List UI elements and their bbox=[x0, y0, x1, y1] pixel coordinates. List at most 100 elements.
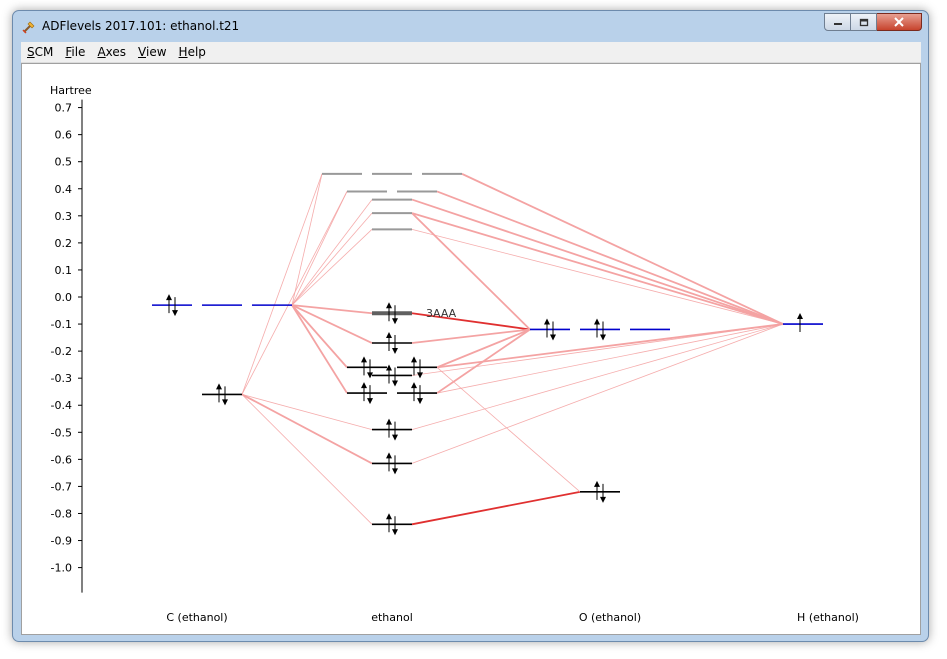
orbital-levels: 3AAA bbox=[152, 172, 823, 536]
spin-down-arrowhead bbox=[392, 318, 398, 325]
menu-help[interactable]: Help bbox=[173, 45, 212, 59]
minimize-button[interactable] bbox=[824, 13, 851, 31]
window-title: ADFlevels 2017.101: ethanol.t21 bbox=[42, 19, 240, 33]
spin-up-arrowhead bbox=[411, 356, 417, 363]
title-bar[interactable]: ADFlevels 2017.101: ethanol.t21 bbox=[13, 11, 928, 43]
spin-down-arrowhead bbox=[392, 434, 398, 441]
menu-file-accel: F bbox=[65, 45, 72, 59]
spin-up-arrowhead bbox=[361, 356, 367, 363]
maximize-button[interactable] bbox=[851, 13, 877, 31]
mo-connection-line bbox=[291, 304, 373, 344]
spin-up-arrowhead bbox=[594, 480, 600, 487]
spin-down-arrowhead bbox=[392, 380, 398, 387]
y-tick-label: -0.5 bbox=[51, 426, 72, 439]
spin-up-arrowhead bbox=[544, 318, 550, 325]
energy-axis: Hartree0.70.60.50.40.30.20.10.0-0.1-0.2-… bbox=[50, 84, 92, 593]
mo-connection-line bbox=[411, 323, 784, 430]
menu-scm[interactable]: SCM bbox=[21, 45, 59, 59]
mo-connection-line bbox=[461, 173, 784, 325]
menu-view-accel: V bbox=[138, 45, 146, 59]
mo-connection-line bbox=[411, 323, 784, 464]
spin-up-arrowhead bbox=[386, 452, 392, 459]
menu-scm-accel: S bbox=[27, 45, 35, 59]
mo-connection-line bbox=[291, 304, 373, 315]
y-tick-label: 0.2 bbox=[55, 237, 73, 250]
mo-connection-line bbox=[411, 228, 784, 325]
column-label: ethanol bbox=[371, 611, 413, 624]
mo-connection-line bbox=[241, 394, 373, 430]
maximize-icon bbox=[859, 18, 868, 26]
spin-up-arrowhead bbox=[216, 383, 222, 390]
y-tick-label: -0.4 bbox=[51, 399, 72, 412]
menu-axes[interactable]: Axes bbox=[91, 45, 132, 59]
highlight-orbital-label: 3AAA bbox=[426, 307, 457, 320]
mo-connection-line bbox=[291, 229, 373, 306]
mo-connection-line bbox=[411, 328, 531, 344]
spin-up-arrowhead bbox=[386, 302, 392, 309]
mo-connection-line bbox=[411, 312, 531, 331]
spin-down-arrowhead bbox=[367, 398, 373, 405]
y-tick-label: -0.8 bbox=[51, 507, 72, 520]
mo-connection-line bbox=[411, 212, 784, 325]
window-controls bbox=[824, 13, 922, 32]
mo-connection-line bbox=[291, 212, 373, 306]
spin-down-arrowhead bbox=[600, 496, 606, 503]
menu-view[interactable]: View bbox=[132, 45, 172, 59]
menu-help-rest: elp bbox=[187, 45, 206, 59]
y-tick-label: 0.4 bbox=[55, 183, 73, 196]
mo-connection-line bbox=[436, 328, 531, 369]
connection-lines bbox=[241, 173, 784, 526]
spin-down-arrowhead bbox=[222, 399, 228, 406]
menu-scm-rest: CM bbox=[34, 45, 54, 59]
app-icon bbox=[22, 21, 35, 34]
column-label: H (ethanol) bbox=[797, 611, 859, 624]
y-tick-label: -0.1 bbox=[51, 318, 72, 331]
spin-down-arrowhead bbox=[367, 372, 373, 379]
mo-connection-line bbox=[436, 190, 784, 325]
spin-up-arrowhead bbox=[594, 318, 600, 325]
mo-connection-line bbox=[436, 323, 784, 394]
mo-connection-line bbox=[436, 323, 784, 369]
mo-connection-line bbox=[291, 173, 323, 306]
menu-file[interactable]: File bbox=[59, 45, 91, 59]
y-tick-label: -0.9 bbox=[51, 535, 72, 548]
y-tick-label: -0.6 bbox=[51, 453, 72, 466]
spin-up-arrowhead bbox=[386, 513, 392, 520]
close-button[interactable] bbox=[877, 13, 922, 31]
spin-down-arrowhead bbox=[550, 334, 556, 341]
mo-connection-line bbox=[241, 173, 323, 395]
spin-down-arrowhead bbox=[392, 468, 398, 475]
y-tick-label: -0.3 bbox=[51, 372, 72, 385]
mo-connection-line bbox=[411, 198, 784, 325]
mo-connection-line bbox=[291, 191, 348, 306]
app-window: ADFlevels 2017.101: ethanol.t21 SCM File… bbox=[12, 10, 929, 642]
mo-connection-line bbox=[291, 304, 348, 368]
spin-up-arrowhead bbox=[166, 294, 172, 301]
mo-connection-line bbox=[436, 367, 581, 493]
spin-up-arrowhead bbox=[361, 382, 367, 389]
spin-down-arrowhead bbox=[392, 529, 398, 536]
mo-connection-line bbox=[241, 394, 373, 525]
mo-connection-line bbox=[411, 212, 531, 331]
energy-level-diagram[interactable]: Hartree0.70.60.50.40.30.20.10.0-0.1-0.2-… bbox=[22, 64, 920, 634]
menu-axes-rest: xes bbox=[105, 45, 127, 59]
spin-down-arrowhead bbox=[417, 398, 423, 405]
y-tick-label: 0.6 bbox=[55, 129, 73, 142]
spin-down-arrowhead bbox=[417, 372, 423, 379]
mo-connection-line bbox=[291, 304, 348, 394]
menu-bar: SCM File Axes View Help bbox=[21, 42, 921, 63]
close-icon bbox=[894, 17, 904, 27]
menu-help-accel: H bbox=[178, 45, 188, 59]
y-tick-label: 0.0 bbox=[55, 291, 73, 304]
spin-up-arrowhead bbox=[386, 418, 392, 425]
y-tick-label: 0.7 bbox=[55, 102, 73, 115]
minimize-icon bbox=[833, 23, 842, 25]
menu-view-rest: iew bbox=[146, 45, 167, 59]
spin-down-arrowhead bbox=[600, 334, 606, 341]
mo-connection-line bbox=[291, 199, 373, 306]
spin-up-arrowhead bbox=[411, 382, 417, 389]
menu-axes-accel: A bbox=[97, 45, 106, 59]
spin-up-arrowhead bbox=[386, 364, 392, 371]
